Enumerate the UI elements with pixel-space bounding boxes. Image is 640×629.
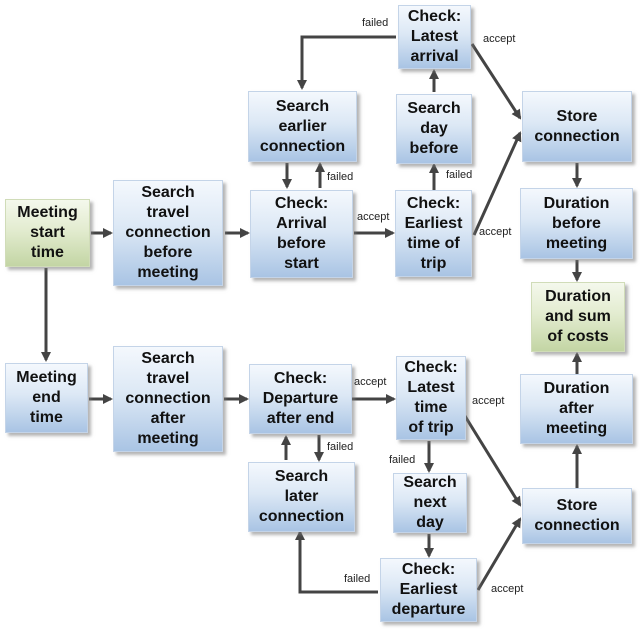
arrow-earliest-departure-failed — [295, 530, 378, 594]
node-label: Search next day — [403, 474, 457, 531]
node-label: Duration and sum of costs — [545, 288, 611, 345]
node-label: Meeting end time — [16, 369, 77, 426]
edge-label-accept: accept — [357, 211, 390, 223]
node-search-after-meeting: Search travel connection after meeting — [113, 346, 223, 452]
arrow-latest-arrival-failed — [297, 35, 396, 90]
edge-label-accept: accept — [491, 583, 524, 595]
node-duration-after-meeting: Duration after meeting — [520, 374, 633, 444]
node-check-earliest-departure: Check: Earliest departure — [380, 558, 477, 622]
node-label: Meeting start time — [17, 204, 78, 261]
edge-label-failed: failed — [389, 454, 416, 466]
node-search-next-day: Search next day — [393, 473, 467, 533]
node-label: Check: Latest arrival — [407, 8, 462, 65]
node-search-before-meeting: Search travel connection before meeting — [113, 180, 223, 286]
edge-label-accept: accept — [354, 376, 387, 388]
edge-label-failed: failed — [327, 171, 354, 183]
node-duration-and-sum-of-costs: Duration and sum of costs — [531, 282, 625, 352]
node-label: Search travel connection after meeting — [125, 350, 211, 447]
node-meeting-end-time: Meeting end time — [5, 363, 88, 433]
node-label: Check: Latest time of trip — [404, 359, 458, 436]
node-label: Duration after meeting — [543, 380, 610, 437]
node-label: Check: Earliest time of trip — [404, 194, 463, 272]
node-label: Store connection — [534, 497, 620, 534]
node-check-arrival-before-start: Check: Arrival before start — [250, 190, 353, 278]
edge-label-accept: accept — [472, 395, 505, 407]
node-store-connection-bottom: Store connection — [522, 488, 632, 544]
edge-label-failed: failed — [446, 169, 473, 181]
node-check-departure-after-end: Check: Departure after end — [249, 364, 352, 434]
edge-label-failed: failed — [327, 441, 354, 453]
node-search-later-connection: Search later connection — [248, 462, 355, 532]
node-label: Store connection — [534, 107, 620, 145]
edge-label-failed: failed — [362, 17, 389, 29]
node-check-earliest-time-of-trip: Check: Earliest time of trip — [395, 190, 472, 277]
node-label: Duration before meeting — [543, 194, 610, 252]
node-label: Check: Departure after end — [262, 370, 339, 427]
arrow-earliest-trip-accept — [472, 131, 522, 236]
arrow-earliest-departure-accept — [476, 517, 522, 591]
node-check-latest-arrival: Check: Latest arrival — [398, 5, 471, 69]
arrow-latest-trip-accept — [458, 407, 522, 507]
edge-label-accept: accept — [479, 226, 512, 238]
node-label: Search travel connection before meeting — [125, 184, 211, 281]
node-store-connection-top: Store connection — [522, 91, 632, 162]
node-meeting-start-time: Meeting start time — [5, 199, 90, 267]
node-label: Search day before — [407, 100, 461, 157]
node-search-day-before: Search day before — [396, 94, 472, 164]
node-label: Search earlier connection — [259, 97, 346, 155]
node-search-earlier-connection: Search earlier connection — [248, 91, 357, 162]
node-label: Check: Arrival before start — [274, 195, 329, 272]
edge-label-failed: failed — [344, 573, 371, 585]
arrow-latest-arrival-accept — [470, 43, 522, 120]
edge-label-accept: accept — [483, 33, 516, 45]
node-duration-before-meeting: Duration before meeting — [520, 188, 633, 259]
node-check-latest-time-of-trip: Check: Latest time of trip — [396, 356, 466, 440]
node-label: Check: Earliest departure — [391, 561, 466, 618]
node-label: Search later connection — [258, 468, 345, 525]
